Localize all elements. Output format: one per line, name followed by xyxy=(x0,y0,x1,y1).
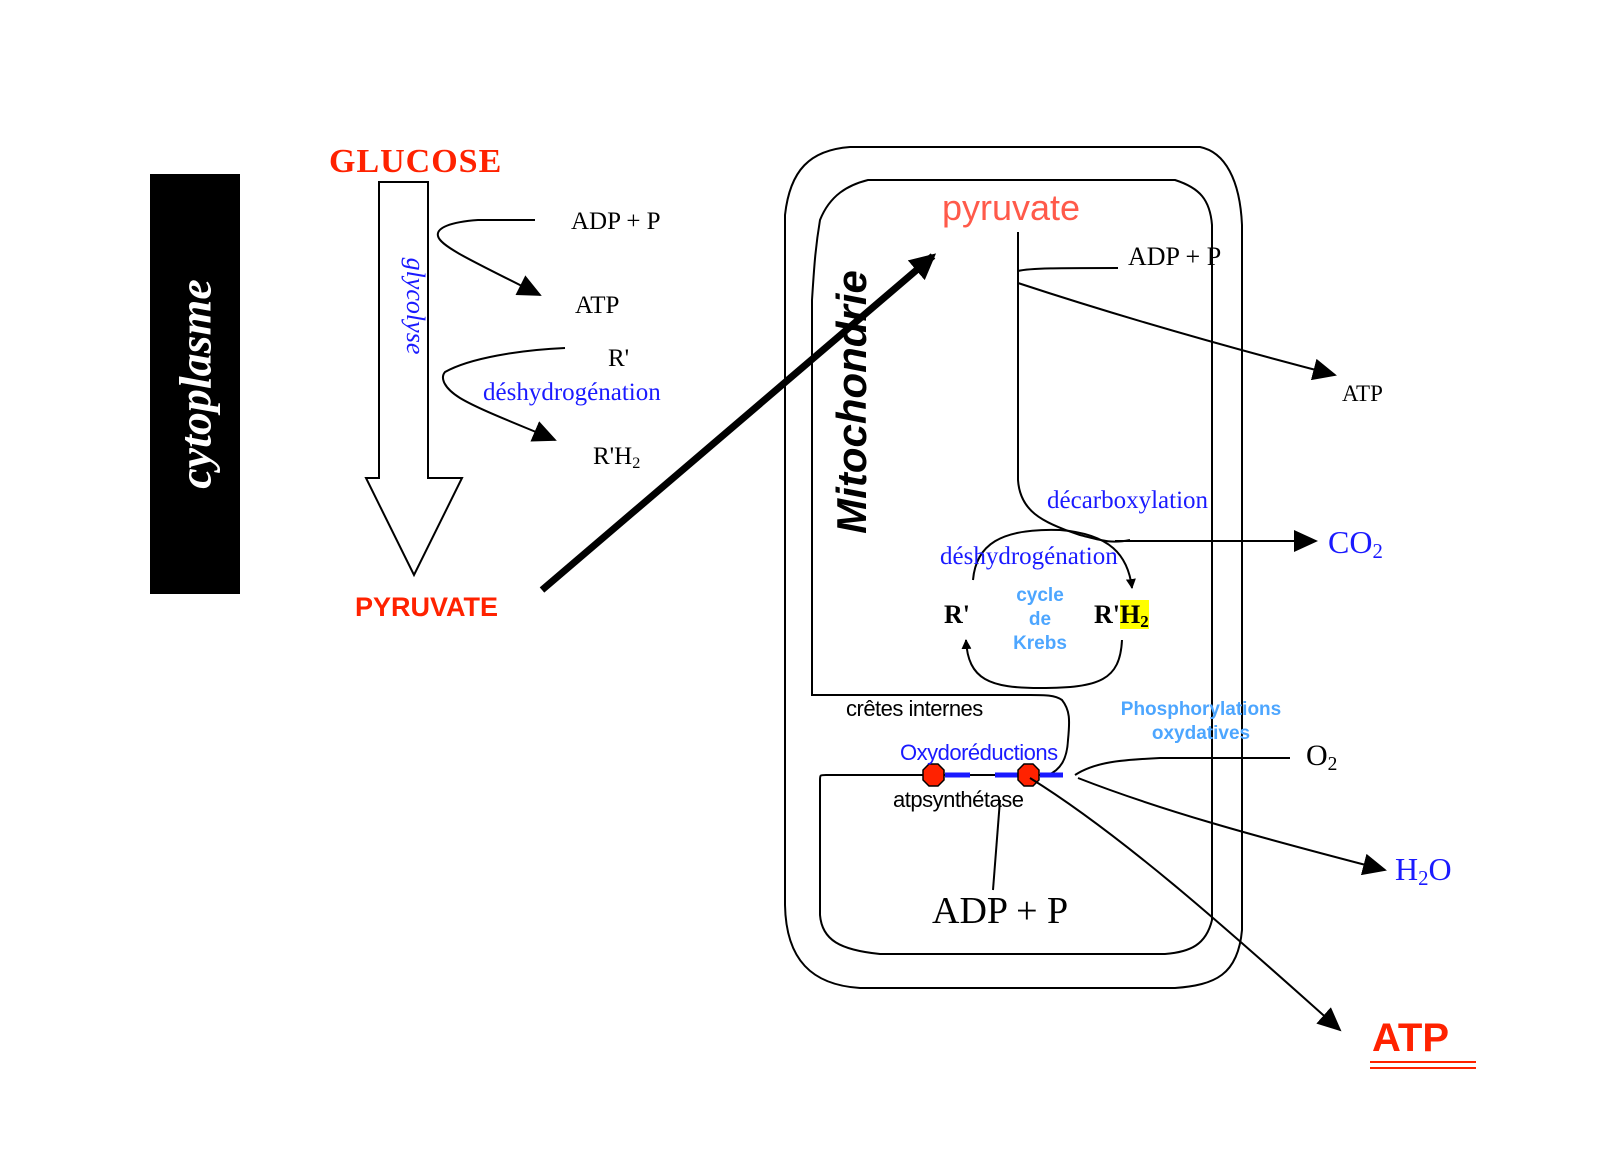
mitochondria-label: Mitochondrie xyxy=(828,270,875,534)
krebs-line: Krebs xyxy=(1013,633,1067,654)
atp-final-arrow xyxy=(1029,777,1342,1032)
h2o-o: O xyxy=(1428,851,1452,887)
synthase-label: atpsynthétase xyxy=(893,787,1024,812)
glycolysis-label: glycolyse xyxy=(401,257,430,355)
oxphos-line: Phosphorylations xyxy=(1120,699,1282,720)
mito-pyruvate-stem xyxy=(1017,232,1131,543)
glycolysis-arrow xyxy=(364,181,464,578)
co2-label: CO2 xyxy=(1328,526,1383,563)
h2o-sub: 2 xyxy=(1418,867,1429,891)
h2o-label: H2O xyxy=(1395,853,1452,890)
synthase-adp-p-label: ADP + P xyxy=(932,890,1069,932)
mito-atp-arrow xyxy=(1017,282,1337,381)
krebs-line: cycle xyxy=(1016,585,1064,606)
cytoplasm-label: cytoplasme xyxy=(169,279,221,489)
cytoplasm-pyruvate-label: PYRUVATE xyxy=(355,592,499,622)
cristae-label: crêtes internes xyxy=(846,696,983,721)
glycolysis-adp-p-label: ADP + P xyxy=(571,208,661,235)
mito-pyruvate-label: pyruvate xyxy=(942,187,1081,228)
o2-base: O xyxy=(1306,739,1328,772)
o2-label: O2 xyxy=(1306,739,1338,775)
rh2-base: R'H xyxy=(593,443,633,470)
rh2-sub: 2 xyxy=(632,454,641,473)
o2-sub: 2 xyxy=(1327,753,1338,775)
glycolysis-rh2-label: R'H2 xyxy=(593,444,640,471)
co2-base: CO xyxy=(1328,524,1373,560)
krebs-rh2-label: R'H2 xyxy=(1094,600,1149,632)
krebs-rh2-sub: 2 xyxy=(1140,612,1149,632)
krebs-rh2-r: R' xyxy=(1094,600,1120,629)
decarboxylation-label: décarboxylation xyxy=(1047,487,1209,514)
krebs-dehydrogenation-label: déshydrogénation xyxy=(940,543,1118,570)
glucose-label: GLUCOSE xyxy=(329,143,503,180)
glycolysis-atp-label: ATP xyxy=(575,292,620,319)
mito-atp-branch xyxy=(1017,267,1119,272)
glycolysis-r-prime-label: R' xyxy=(608,345,630,372)
redox-label: Oxydoréductions xyxy=(900,740,1058,765)
synthase-adp-line xyxy=(992,799,1001,891)
h2o-arrow xyxy=(1077,777,1387,876)
glycolysis-atp-branch xyxy=(436,219,542,296)
atp-synthase-dot xyxy=(922,763,945,787)
krebs-r-prime-label: R' xyxy=(944,600,970,629)
outer-membrane xyxy=(784,146,1243,989)
cytoplasm-band xyxy=(150,174,240,594)
krebs-cycle-return xyxy=(961,639,1123,690)
krebs-cycle-loop xyxy=(972,528,1136,589)
oxphos-line: oxydatives xyxy=(1151,723,1251,744)
krebs-rh2-h: H xyxy=(1120,600,1141,629)
h2o-h: H xyxy=(1395,851,1419,887)
mito-atp-label: ATP xyxy=(1342,381,1383,406)
inner-membrane xyxy=(811,179,1213,955)
mito-adp-p-label: ADP + P xyxy=(1128,242,1222,271)
transport-arrow xyxy=(539,253,937,593)
glycolysis-nadh-branch xyxy=(441,347,566,442)
krebs-cycle-label: cycle de Krebs xyxy=(1007,584,1073,656)
oxphos-label: Phosphorylations oxydatives xyxy=(1112,698,1290,746)
glycolysis-dehydrogenation-label: déshydrogénation xyxy=(483,379,661,406)
o2-line xyxy=(1074,757,1290,776)
krebs-line: de xyxy=(1028,609,1052,630)
krebs-rh2-highlight: H2 xyxy=(1120,600,1149,632)
atp-final-label: ATP xyxy=(1372,1016,1450,1060)
co2-sub: 2 xyxy=(1372,540,1383,564)
